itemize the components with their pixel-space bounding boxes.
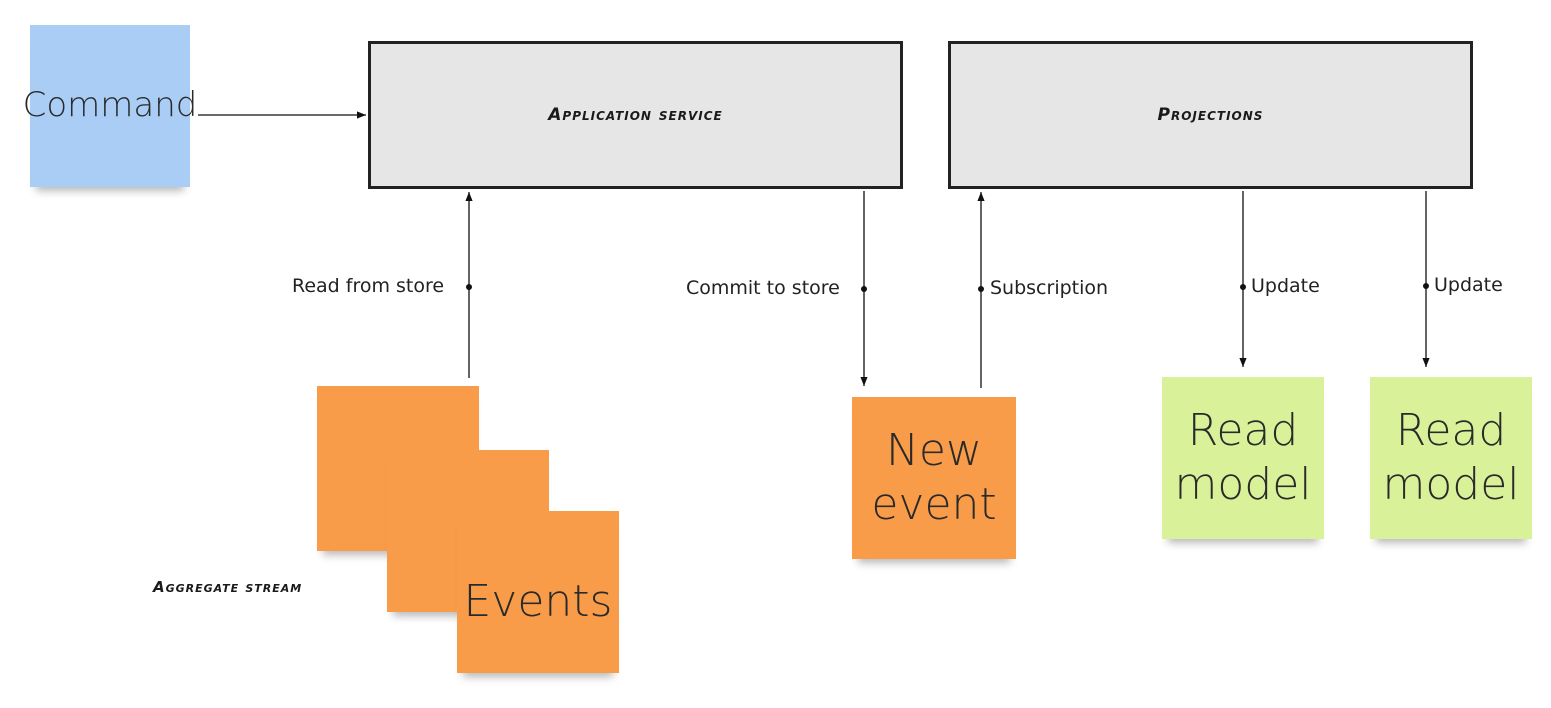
projections-box: Projections: [948, 41, 1473, 189]
aggregate-stream-caption: Aggregate stream: [153, 578, 303, 596]
commit-to-store-label: Commit to store: [686, 277, 840, 299]
new-event-note: New event: [852, 397, 1016, 559]
update-1-dot: [1240, 284, 1246, 290]
command-note-label: Command: [22, 85, 198, 126]
update-2-label: Update: [1434, 274, 1503, 296]
read-from-store-label: Read from store: [292, 275, 445, 297]
update-2-dot: [1423, 283, 1429, 289]
events-note: Events: [457, 511, 619, 673]
command-note: Command: [22, 25, 198, 187]
read-model-note-1: Read model: [1162, 377, 1324, 539]
read-model-note-2-label: Read model: [1382, 405, 1520, 510]
new-event-note-label: New event: [871, 425, 997, 530]
projections-title: Projections: [1157, 105, 1264, 125]
read-from-store-dot: [466, 284, 472, 290]
read-model-note-2: Read model: [1370, 377, 1532, 539]
update-1-label: Update: [1251, 275, 1320, 297]
subscription-dot: [978, 286, 984, 292]
read-model-note-1-label: Read model: [1174, 405, 1312, 510]
subscription-label: Subscription: [990, 277, 1109, 299]
commit-to-store-dot: [861, 286, 867, 292]
events-note-label: Events: [463, 576, 613, 628]
application-service-box: Application service: [368, 41, 903, 189]
application-service-title: Application service: [548, 105, 723, 125]
